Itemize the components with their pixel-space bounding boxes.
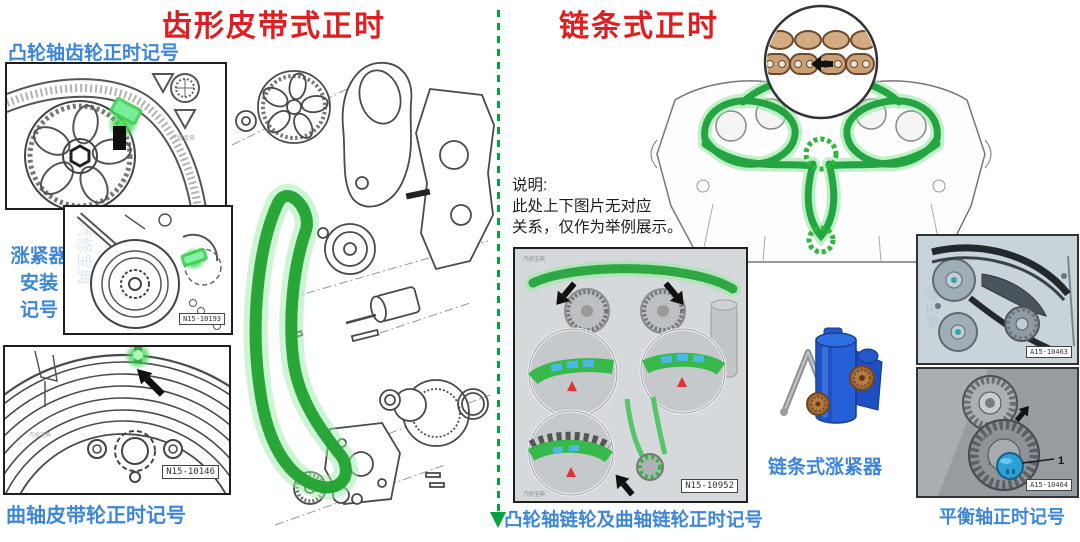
chain-tensioner-part-illustration [780, 327, 883, 424]
belt-tensioner-illustration: 汽修宝典 [75, 212, 222, 330]
cam-gear-illustration: 汽修宝典 [7, 73, 207, 208]
green-chain-band [525, 260, 741, 297]
image-code-badge: N15-10146 [162, 465, 219, 479]
note-block: 说明: 此处上下图片无对应 关系，仅作为举例展示。 [512, 175, 722, 238]
chain-timing-marks-image: 汽修宝典 汽修宝典 N15-10952 [513, 247, 748, 503]
section-divider-dashed-line [497, 10, 500, 515]
crank-pulley-illustration: 汽修宝典 [5, 347, 229, 493]
balance-shaft-chain-illustration: 汽修宝典 [918, 236, 1077, 363]
watermark-text: 汽修宝典 [29, 431, 52, 439]
cam-crank-sprocket-mark-label: 凸轮轴链轮及曲轴链轮正时记号 [504, 509, 764, 530]
belt-timing-title: 齿形皮带式正时 [162, 10, 386, 43]
red-mark-arrow [566, 467, 576, 477]
tensioner-mark-line2: 安装 [19, 273, 58, 294]
note-line1: 说明: [512, 177, 548, 194]
tensioner-mark-line1: 涨紧器 [10, 246, 68, 267]
green-timing-chains [697, 69, 945, 248]
crank-pulley-mark-label: 曲轴皮带轮正时记号 [6, 505, 186, 527]
image-code-badge: N15-10952 [681, 479, 738, 493]
chain-timing-title: 链条式正时 [559, 10, 719, 43]
watermark-text: 汽修宝典 [523, 490, 546, 498]
black-arrow [556, 281, 577, 305]
black-arrow [136, 368, 165, 397]
note-line3: 关系，仅作为举例展示。 [512, 219, 683, 236]
blue-cap [996, 452, 1024, 480]
chain-tensioner-label: 链条式涨紧器 [768, 457, 883, 478]
image-code-badge: A15-10464 [1026, 479, 1072, 491]
down-arrow-icon [490, 512, 506, 528]
tensioner-mark-line3: 记号 [19, 300, 58, 321]
watermark-text: 汽修宝典 [523, 255, 546, 263]
black-arrow [615, 474, 635, 497]
balance-shaft-gear-image: 1 A15-10464 [916, 367, 1079, 498]
image-code-badge: N15-10193 [179, 313, 225, 325]
red-mark-arrow [677, 377, 687, 387]
belt-exploded-diagram [231, 62, 495, 526]
green-timing-belt [243, 184, 358, 500]
balance-shaft-chain-image: 汽修宝典 A15-10463 [916, 234, 1079, 365]
black-arrow [663, 281, 684, 305]
belt-tensioner-image: 汽修宝典 N15-10193 [63, 205, 233, 335]
watermark-text: 汽修宝典 [75, 221, 93, 285]
image-code-badge: A15-10463 [1026, 346, 1072, 358]
chain-timing-marks-illustration: 汽修宝典 汽修宝典 [515, 249, 746, 501]
chain-links-detail [767, 30, 875, 75]
callout-number: 1 [1058, 455, 1064, 467]
balance-shaft-gear-illustration: 1 [918, 369, 1077, 496]
chain-engine-diagram [650, 4, 992, 263]
cam-gear-mark-label: 凸轮轴齿轮正时记号 [8, 43, 180, 64]
cam-gear-image: 汽修宝典 [5, 62, 227, 210]
watermark-text: 汽修宝典 [171, 134, 195, 142]
black-arrow [1014, 405, 1029, 423]
chain-direction-arrow [811, 56, 833, 72]
black-mark [113, 126, 126, 150]
note-line2: 此处上下图片无对应 [512, 198, 652, 215]
balance-shaft-mark-label: 平衡轴正时记号 [939, 507, 1065, 527]
red-mark-arrow [567, 381, 577, 391]
crank-pulley-image: 汽修宝典 N15-10146 [3, 345, 231, 495]
tensioner-mark-label: 涨紧器 安装 记号 [10, 243, 68, 324]
